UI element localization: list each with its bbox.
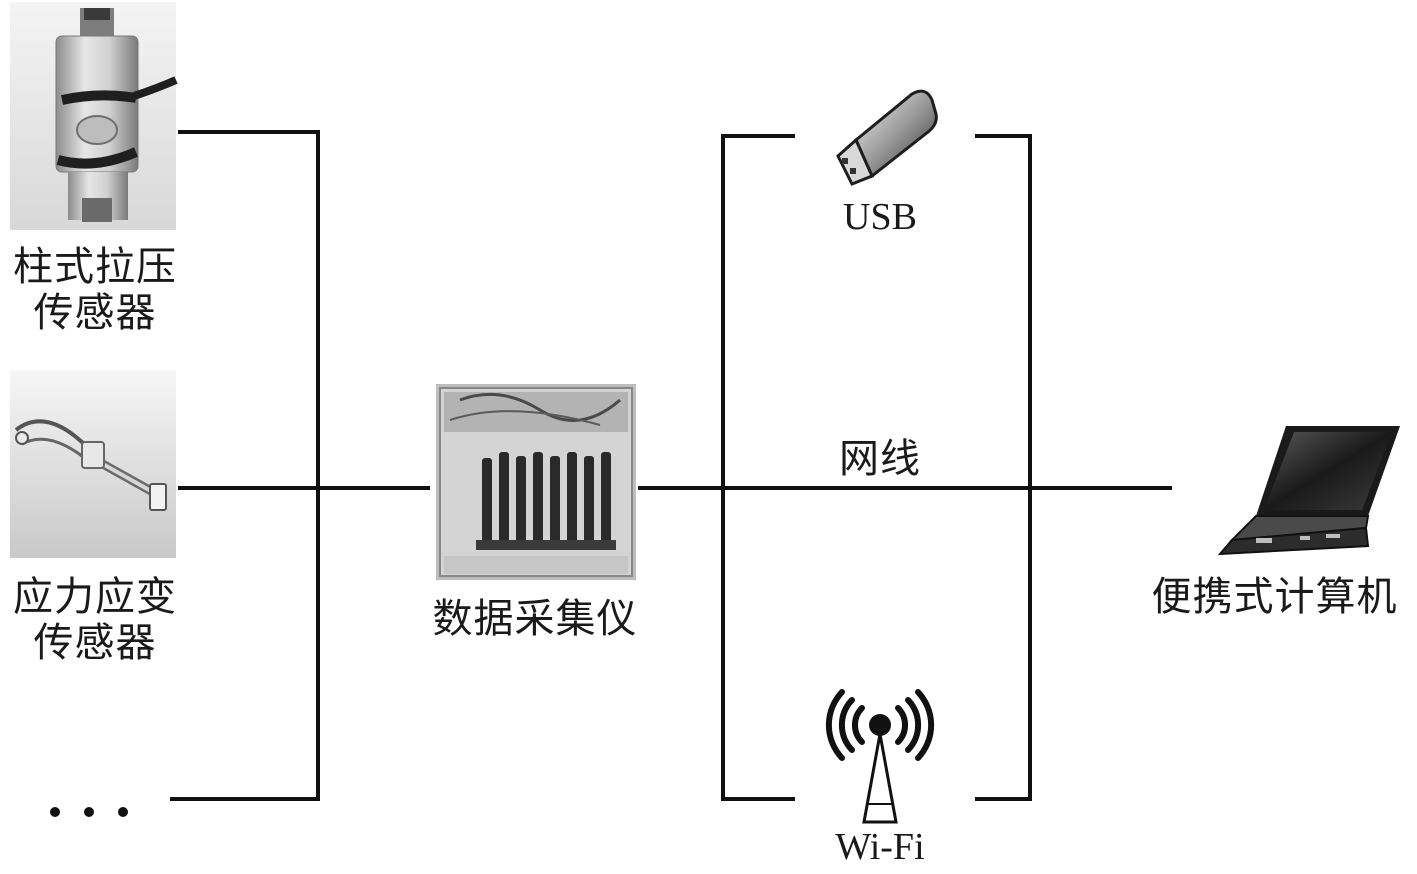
load-cell-label-line1: 柱式拉压	[13, 244, 177, 290]
daq-device-image	[436, 384, 636, 580]
laptop-icon	[1217, 426, 1400, 556]
left-bracket	[721, 134, 795, 801]
wifi-antenna-icon	[825, 689, 935, 824]
strain-gauge-image	[10, 370, 176, 558]
usb-drive-icon	[836, 89, 938, 186]
usb-label: USB	[843, 196, 917, 238]
computer-label: 便携式计算机	[1151, 574, 1398, 620]
strain-gauge-label-line1: 应力应变	[13, 574, 177, 620]
cable-label: 网线	[839, 436, 921, 482]
load-cell-image	[10, 2, 178, 230]
strain-gauge-label: 应力应变 传感器	[0, 574, 190, 666]
load-cell-label-line2: 传感器	[33, 290, 157, 336]
load-cell-label: 柱式拉压 传感器	[0, 244, 190, 336]
ellipsis-dots	[50, 807, 128, 817]
strain-gauge-label-line2: 传感器	[33, 620, 157, 666]
connector-lines	[170, 130, 1172, 801]
right-bracket	[975, 134, 1032, 801]
daq-label: 数据采集仪	[432, 596, 638, 642]
wifi-label: Wi-Fi	[835, 826, 925, 868]
